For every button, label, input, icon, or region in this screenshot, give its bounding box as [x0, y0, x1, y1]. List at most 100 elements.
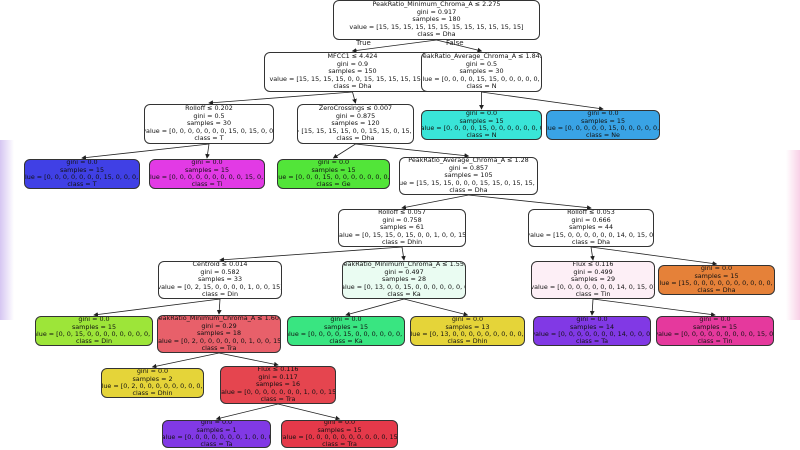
tree-edge-n18-n23: [151, 352, 220, 369]
tree-edge-n11-n13: [219, 246, 403, 263]
tree-edge-n15-n21: [589, 298, 595, 316]
tree-node-line: samples = 2: [132, 374, 173, 383]
tree-edge-n14-n19: [345, 298, 405, 317]
tree-node-line: gini = 0.9: [336, 59, 369, 68]
tree-node-line: class = Ka: [329, 337, 363, 346]
tree-edge-n0-n2: [436, 39, 483, 53]
edge-label-false: False: [446, 39, 464, 47]
tree-node-line: samples = 15: [459, 116, 504, 125]
tree-node-line: class = Dha: [336, 134, 375, 143]
tree-edge-n10-n11: [401, 194, 469, 210]
tree-edge-n3-n8: [205, 143, 210, 159]
tree-node-line: value = [15, 0, 0, 0, 0, 0, 0, 0, 0, 0, …: [658, 279, 775, 287]
tree-node-line: samples = 1: [196, 425, 237, 434]
tree-edge-n10-n12: [468, 194, 592, 210]
tree-node-line: value = [15, 15, 15, 15, 0, 0, 15, 15, 1…: [269, 74, 436, 83]
tree-node-line: gini = 0.0: [699, 316, 731, 324]
tree-node-line: samples = 15: [692, 322, 738, 331]
tree-node-line: PeakRatio_Average_Chroma_A ≤ 1.28: [408, 157, 529, 165]
tree-node-line: class = T: [194, 134, 224, 143]
tree-edge-n13-n18: [216, 298, 222, 315]
tree-node-line: value = [0, 13, 0, 0, 15, 0, 0, 0, 0, 0,…: [342, 282, 466, 291]
tree-node-line: value = [0, 0, 0, 0, 0, 0, 0, 0, 0, 15, …: [149, 173, 264, 181]
tree-node-line: samples = 15: [184, 165, 230, 174]
tree-edge-n12-n15: [590, 246, 595, 261]
tree-edge-n18-n24: [218, 352, 279, 367]
tree-node-line: gini = 0.0: [66, 159, 98, 167]
right-edge-glow: [786, 150, 800, 320]
tree-node-line: value = [15, 0, 0, 0, 0, 0, 0, 14, 0, 15…: [528, 230, 654, 239]
tree-node-line: value = [0, 2, 15, 0, 0, 0, 0, 1, 0, 0, …: [158, 282, 282, 291]
tree-node-line: value = [0, 0, 0, 0, 0, 0, 0, 1, 0, 0, 1…: [220, 387, 336, 396]
tree-node-line: class = Tra: [260, 395, 296, 404]
tree-node-line: value = [0, 0, 0, 0, 0, 0, 0, 0, 0, 0, 1…: [281, 433, 398, 441]
tree-node-line: samples = 33: [197, 275, 243, 284]
tree-node-line: class = Dha: [449, 186, 488, 195]
tree-node-line: value = [0, 0, 0, 0, 15, 0, 0, 0, 0, 0, …: [421, 124, 542, 132]
tree-node-line: class = Ka: [387, 290, 421, 299]
tree-node-line: class = Ti: [191, 180, 223, 189]
tree-node-line: gini = 0.0: [700, 265, 733, 273]
tree-node-line: gini = 0.0: [323, 420, 356, 427]
tree-node-line: PeakRatio_Average_Chroma_A ≤ 1.843: [421, 52, 542, 61]
tree-node-line: gini = 0.0: [317, 159, 350, 167]
tree-node-line: value = [15, 15, 15, 15, 0, 0, 15, 15, 0…: [298, 126, 413, 135]
tree-node-line: class = N: [466, 131, 497, 140]
tree-node-line: PeakRatio_Minimum_Chroma_A ≤ 1.609: [157, 315, 281, 323]
tree-node-line: value = [0, 0, 0, 0, 15, 0, 0, 0, 0, 0, …: [287, 330, 405, 338]
tree-node-line: class = T: [67, 180, 97, 189]
tree-node-line: ZeroCrossings ≤ 0.007: [318, 104, 393, 113]
tree-node-line: gini = 0.582: [200, 267, 240, 276]
tree-node-line: gini = 0.0: [465, 110, 498, 118]
tree-edge-n4-n9: [332, 143, 356, 159]
tree-node-line: class = Dhin: [381, 238, 423, 247]
tree-node-line: samples = 15: [323, 322, 369, 331]
tree-node-line: gini = 0.917: [416, 7, 457, 16]
tree-node-line: class = Dhin: [447, 337, 488, 346]
tree-node-line: samples = 15: [59, 165, 105, 174]
tree-node-line: class = Ta: [575, 337, 609, 346]
tree-node-line: gini = 0.499: [573, 267, 613, 276]
tree-edge-n15-n22: [592, 298, 716, 317]
tree-node-line: Flux ≤ 0.116: [572, 261, 614, 269]
tree-node-line: class = Tra: [201, 344, 237, 353]
tree-node-line: samples = 44: [568, 223, 614, 232]
tree-edge-n0-n1: [351, 39, 437, 53]
tree-node-line: samples = 105: [444, 171, 493, 180]
tree-node-line: samples = 15: [694, 271, 739, 280]
tree-node-line: class = Ne: [586, 131, 620, 140]
tree-node-line: value = [15, 15, 15, 15, 15, 15, 15, 15,…: [349, 22, 524, 31]
tree-node-line: MFCC1 ≤ 4.424: [327, 52, 378, 61]
tree-node-line: class = Ta: [200, 440, 233, 448]
tree-node-line: samples = 29: [570, 275, 616, 284]
tree-node-line: samples = 30: [186, 119, 232, 128]
tree-node-line: gini = 0.5: [193, 111, 225, 120]
tree-edge-n13-n17: [93, 298, 221, 317]
tree-node-line: Centroid ≤ 0.014: [192, 261, 248, 269]
tree-node-line: samples = 120: [331, 119, 380, 128]
tree-node-line: samples = 180: [412, 15, 461, 24]
tree-node-line: samples = 15: [71, 322, 117, 331]
tree-node-line: Rolloff ≤ 0.057: [378, 209, 426, 217]
tree-node-line: samples = 28: [381, 275, 427, 284]
tree-node-line: samples = 15: [311, 165, 356, 174]
tree-node-line: gini = 0.0: [587, 110, 619, 118]
